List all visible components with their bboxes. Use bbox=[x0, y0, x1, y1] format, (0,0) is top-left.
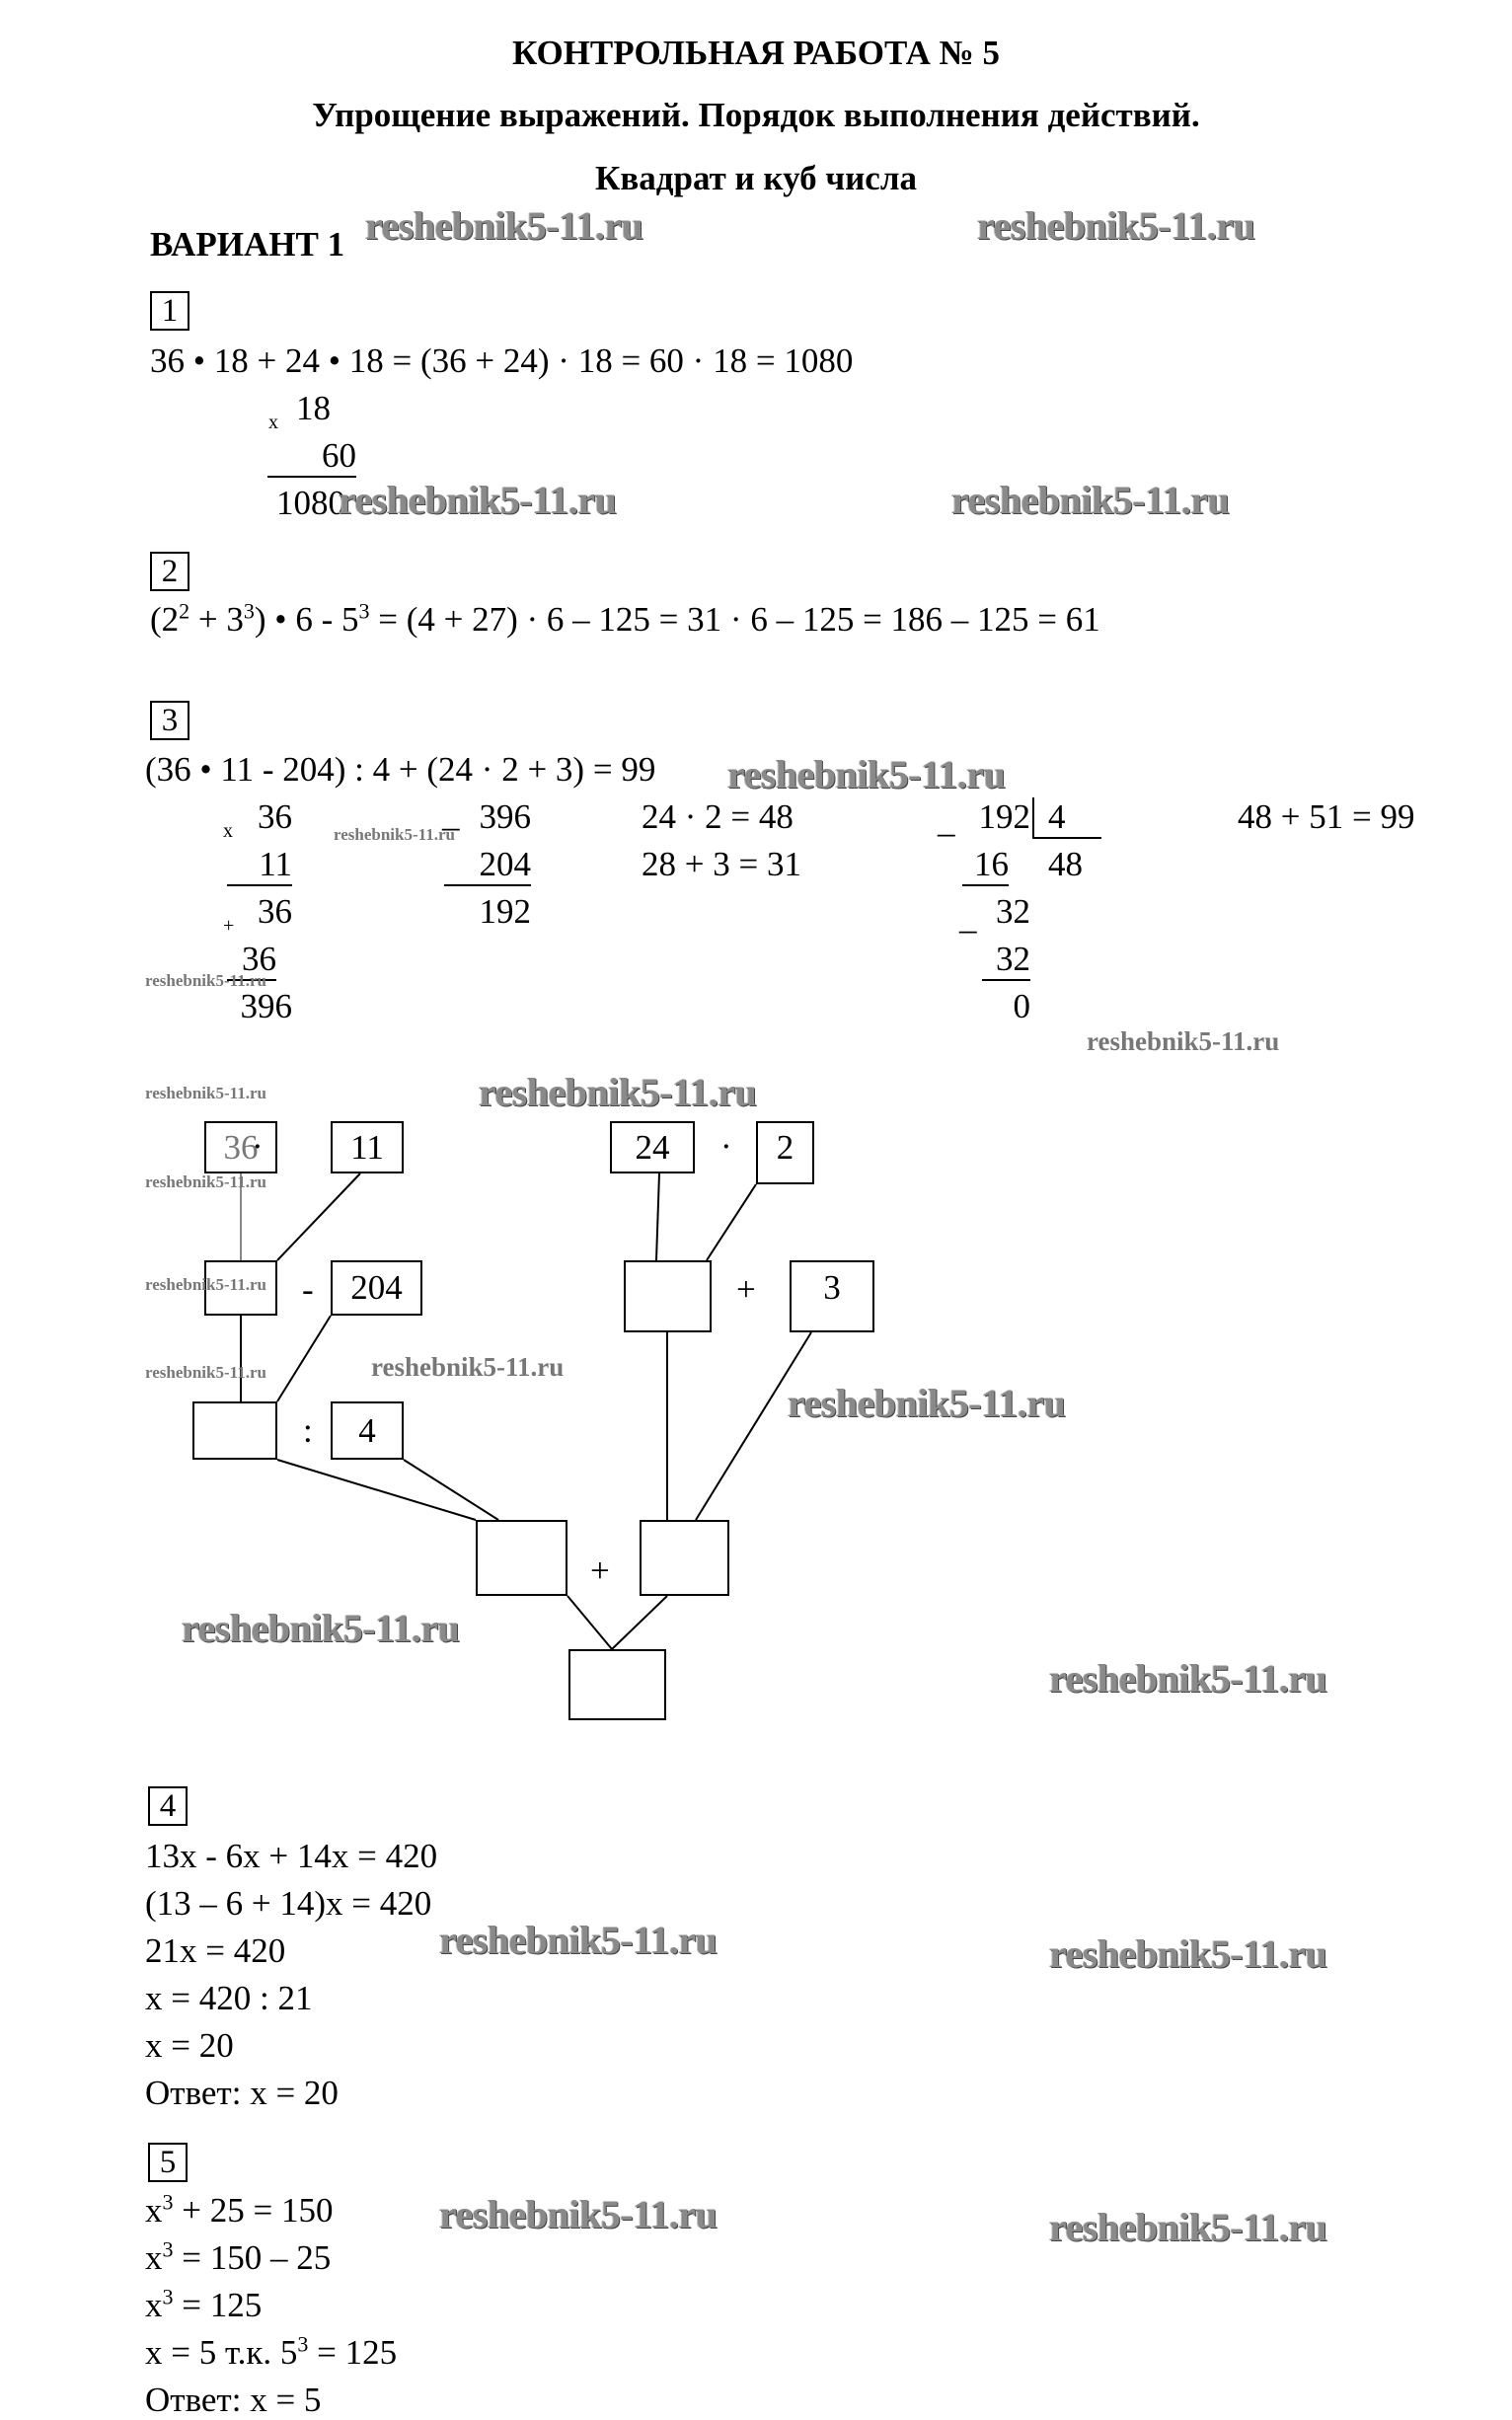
diagram-box-2: 2 bbox=[756, 1121, 814, 1184]
page-subtitle-2: Квадрат и куб числа bbox=[595, 159, 917, 197]
page-title: КОНТРОЛЬНАЯ РАБОТА № 5 bbox=[511, 34, 1001, 72]
task-number-3: 3 bbox=[150, 701, 189, 740]
task4-line-2: (13 – 6 + 14)x = 420 bbox=[145, 1884, 432, 1923]
diagram-box-11: 11 bbox=[331, 1121, 404, 1173]
watermark: reshebnik5-11.ru bbox=[1049, 1656, 1327, 1701]
diagram-box-204: 204 bbox=[331, 1260, 422, 1316]
diagram-op-minus: - bbox=[302, 1270, 314, 1309]
watermark: reshebnik5-11.ru bbox=[439, 1918, 718, 1962]
diagram-box-product-2 bbox=[624, 1260, 712, 1332]
mult-partial-1: 36 bbox=[258, 892, 292, 931]
task1-product: 1080 bbox=[276, 484, 345, 522]
watermark-small: reshebnik5-11.ru bbox=[145, 1275, 266, 1294]
task2-expression: (22 + 33) • 6 - 53 = (4 + 27) · 6 – 125 … bbox=[150, 598, 1100, 639]
sub-sign: _ bbox=[442, 795, 460, 834]
watermark: reshebnik5-11.ru bbox=[439, 2192, 718, 2236]
div-dividend: 192 bbox=[978, 797, 1031, 836]
watermark: reshebnik5-11.ru bbox=[727, 752, 1006, 796]
watermark: reshebnik5-11.ru bbox=[1049, 1931, 1327, 1976]
watermark: reshebnik5-11.ru bbox=[977, 203, 1255, 248]
variant-label: ВАРИАНТ 1 bbox=[150, 225, 345, 264]
watermark-small: reshebnik5-11.ru bbox=[145, 1084, 266, 1102]
div-step2: 32 bbox=[996, 892, 1030, 931]
div-sign-2: _ bbox=[959, 898, 977, 937]
task5-line-4: x = 5 т.к. 53 = 125 bbox=[145, 2331, 398, 2372]
diagram-box-product bbox=[204, 1260, 277, 1316]
diagram-box-3: 3 bbox=[790, 1260, 874, 1332]
task-number-4: 4 bbox=[148, 1786, 188, 1826]
calc-line-2: 28 + 3 = 31 bbox=[642, 845, 801, 883]
sub-a: 396 bbox=[479, 797, 532, 836]
watermark: reshebnik5-11.ru bbox=[951, 478, 1230, 522]
task-number-2: 2 bbox=[150, 552, 189, 591]
sub-result: 192 bbox=[479, 892, 532, 931]
mult-sign: x bbox=[223, 820, 233, 842]
diagram-op-mul-1: · bbox=[252, 1127, 264, 1166]
diagram-box-4: 4 bbox=[331, 1401, 404, 1460]
task5-line-2: x3 = 150 – 25 bbox=[145, 2236, 332, 2277]
watermark-medium: reshebnik5-11.ru bbox=[1087, 1026, 1280, 1056]
mult-b: 11 bbox=[227, 845, 292, 886]
page-subtitle: Упрощение выражений. Порядок выполнения … bbox=[312, 96, 1200, 134]
diagram-op-divide: : bbox=[303, 1411, 313, 1450]
task4-line-1: 13x - 6x + 14x = 420 bbox=[145, 1837, 438, 1875]
watermark-small: reshebnik5-11.ru bbox=[145, 1172, 266, 1191]
div-remainder: 0 bbox=[1013, 987, 1031, 1025]
diagram-box-sum bbox=[640, 1520, 729, 1596]
watermark: reshebnik5-11.ru bbox=[479, 1070, 757, 1114]
diagram-box-quotient bbox=[476, 1520, 567, 1596]
task5-line-1: x3 + 25 = 150 bbox=[145, 2189, 334, 2230]
task-number-5: 5 bbox=[148, 2143, 188, 2182]
mult-result: 396 bbox=[240, 987, 293, 1025]
watermark: reshebnik5-11.ru bbox=[339, 478, 617, 522]
task1-mul-sign: x bbox=[268, 412, 278, 433]
task1-factor-a: 18 bbox=[296, 389, 331, 427]
mult-partial-2: 36 bbox=[227, 940, 276, 981]
div-divisor: 4 bbox=[1032, 797, 1101, 839]
diagram-box-result bbox=[568, 1649, 666, 1720]
task4-line-4: x = 420 : 21 bbox=[145, 1979, 313, 2017]
task-number-1: 1 bbox=[150, 291, 189, 331]
watermark-small: reshebnik5-11.ru bbox=[145, 1363, 266, 1382]
task5-line-3: x3 = 125 bbox=[145, 2284, 263, 2324]
task4-line-3: 21x = 420 bbox=[145, 1931, 286, 1970]
task4-line-5: x = 20 bbox=[145, 2026, 234, 2065]
watermark: reshebnik5-11.ru bbox=[1049, 2205, 1327, 2249]
watermark-medium: reshebnik5-11.ru bbox=[371, 1352, 565, 1382]
watermark: reshebnik5-11.ru bbox=[182, 1606, 460, 1650]
mult-a: 36 bbox=[258, 797, 292, 836]
final-check: 48 + 51 = 99 bbox=[1238, 797, 1415, 836]
diagram-op-plus-1: + bbox=[736, 1270, 756, 1309]
div-step1: 16 bbox=[962, 845, 1009, 886]
diagram-box-difference bbox=[192, 1401, 277, 1460]
task3-expression: (36 • 11 - 204) : 4 + (24 · 2 + 3) = 99 bbox=[145, 750, 656, 789]
calc-line-1: 24 · 2 = 48 bbox=[642, 797, 794, 836]
task4-answer: Ответ: x = 20 bbox=[145, 2074, 339, 2112]
div-quotient: 48 bbox=[1048, 845, 1083, 883]
watermark-small: reshebnik5-11.ru bbox=[334, 825, 455, 844]
diagram-op-plus-final: + bbox=[590, 1551, 610, 1590]
watermark: reshebnik5-11.ru bbox=[788, 1381, 1066, 1425]
task5-answer: Ответ: x = 5 bbox=[145, 2381, 322, 2419]
div-sign: _ bbox=[938, 801, 955, 840]
diagram-box-24: 24 bbox=[610, 1121, 695, 1173]
watermark-small: reshebnik5-11.ru bbox=[145, 971, 266, 990]
watermark: reshebnik5-11.ru bbox=[365, 203, 643, 248]
div-step3: 32 bbox=[982, 940, 1030, 981]
plus-sign: + bbox=[223, 915, 235, 937]
sub-b: 204 bbox=[444, 845, 531, 886]
diagram-op-mul-2: · bbox=[720, 1127, 732, 1166]
task1-factor-b: 60 bbox=[267, 436, 356, 478]
diagram-box-36: 36 bbox=[204, 1121, 277, 1173]
task1-expression: 36 • 18 + 24 • 18 = (36 + 24) · 18 = 60 … bbox=[150, 341, 854, 380]
